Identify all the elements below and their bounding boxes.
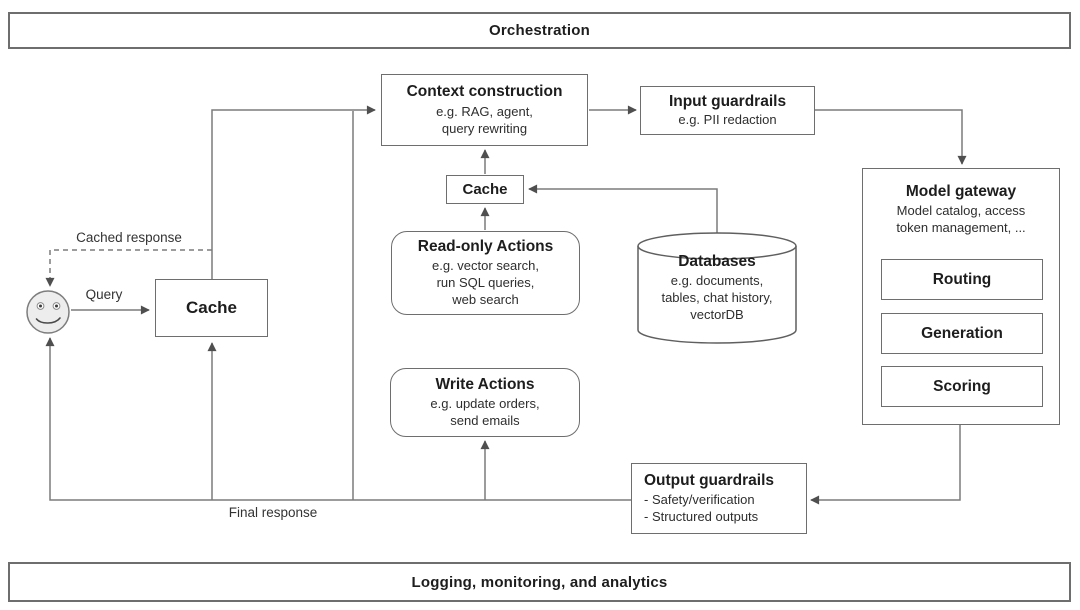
- connector-final-response-to-user: [45, 337, 631, 501]
- output-guardrails-node: Output guardrails - Safety/verification …: [631, 463, 807, 534]
- scoring-box: Scoring: [881, 366, 1043, 407]
- user-icon: [26, 290, 70, 334]
- model-gateway-title: Model gateway: [905, 183, 1017, 200]
- write-actions-node: Write Actions e.g. update orders, send e…: [390, 368, 580, 437]
- final-response-label: Final response: [228, 505, 318, 520]
- connector-input-guardrails-to-model-gateway: [815, 109, 967, 165]
- input-guardrails-subtitle: e.g. PII redaction: [678, 111, 777, 127]
- user-cache-node: Cache: [155, 279, 268, 337]
- query-label: Query: [85, 287, 123, 302]
- output-guardrails-title: Output guardrails: [644, 472, 775, 490]
- databases-title: Databases: [678, 253, 756, 270]
- connector-cached-response: [45, 249, 212, 287]
- scoring-label: Scoring: [933, 377, 991, 395]
- logging-bar: Logging, monitoring, and analytics: [8, 562, 1071, 602]
- context-construction-node: Context construction e.g. RAG, agent, qu…: [381, 74, 588, 146]
- model-gateway-node: Model gateway Model catalog, access toke…: [862, 168, 1060, 425]
- orchestration-title: Orchestration: [489, 22, 590, 39]
- context-construction-subtitle: e.g. RAG, agent, query rewriting: [436, 103, 533, 136]
- databases-subtitle: e.g. documents, tables, chat history, ve…: [661, 273, 773, 323]
- read-only-actions-subtitle: e.g. vector search, run SQL queries, web…: [432, 258, 539, 308]
- read-only-actions-title: Read-only Actions: [417, 237, 554, 255]
- user-pupil-right: [55, 304, 58, 308]
- databases-node: Databases e.g. documents, tables, chat h…: [640, 252, 794, 324]
- connector-cache-to-context: [211, 105, 376, 281]
- databases-cylinder-shape: [637, 232, 797, 344]
- context-construction-title: Context construction: [406, 83, 563, 101]
- cached-response-label: Cached response: [76, 230, 182, 245]
- input-guardrails-node: Input guardrails e.g. PII redaction: [640, 86, 815, 135]
- connector-databases-to-midcache: [528, 184, 718, 234]
- user-cache-title: Cache: [185, 298, 238, 317]
- logging-title: Logging, monitoring, and analytics: [411, 573, 668, 591]
- orchestration-bar: Orchestration: [8, 12, 1071, 49]
- user-smile: [35, 317, 61, 324]
- mid-cache-title: Cache: [462, 181, 508, 198]
- input-guardrails-title: Input guardrails: [668, 93, 787, 111]
- mid-cache-node: Cache: [446, 175, 524, 204]
- routing-box: Routing: [881, 259, 1043, 300]
- user-face: [26, 290, 70, 334]
- write-actions-subtitle: e.g. update orders, send emails: [430, 396, 540, 429]
- output-guardrails-subtitle: - Safety/verification - Structured outpu…: [644, 491, 759, 524]
- routing-label: Routing: [932, 270, 992, 288]
- write-actions-title: Write Actions: [435, 375, 535, 393]
- generation-box: Generation: [881, 313, 1043, 354]
- connector-model-gateway-to-output-guardrails: [810, 425, 961, 505]
- read-only-actions-node: Read-only Actions e.g. vector search, ru…: [391, 231, 580, 315]
- generation-label: Generation: [921, 324, 1003, 342]
- user-pupil-left: [39, 304, 42, 308]
- model-gateway-subtitle: Model catalog, access token management, …: [896, 203, 1026, 236]
